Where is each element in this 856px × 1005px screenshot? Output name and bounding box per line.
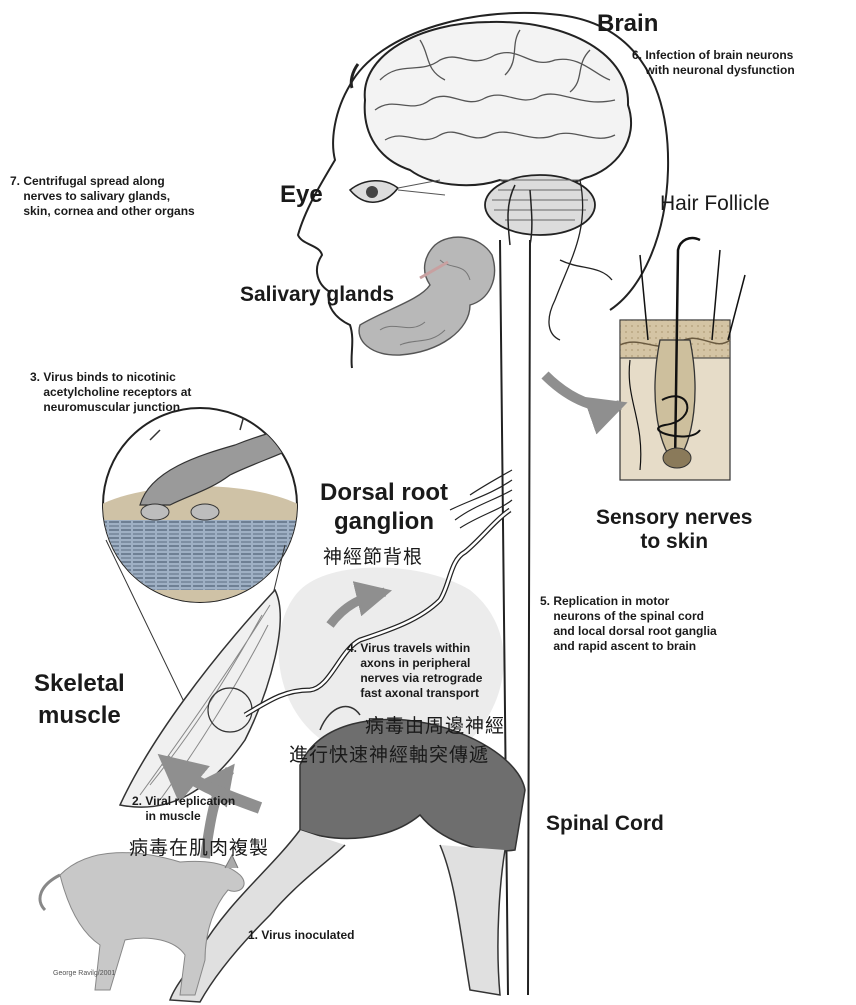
- step-7-text: 7. Centrifugal spread along nerves to sa…: [10, 174, 195, 219]
- hair-follicle-drawing: [620, 238, 745, 480]
- artist-signature: George Ravilg/2001: [53, 970, 115, 977]
- step-2-text: 2. Viral replication in muscle: [132, 794, 235, 824]
- salivary-glands-label: Salivary glands: [240, 283, 394, 307]
- step-6-text: 6. Infection of brain neurons with neuro…: [632, 48, 795, 78]
- step-4-text: 4. Virus travels within axons in periphe…: [347, 641, 482, 701]
- sensory-nerves-label: Sensory nerves to skin: [596, 506, 752, 554]
- step-5-text: 5. Replication in motor neurons of the s…: [540, 594, 717, 654]
- step-1-text: 1. Virus inoculated: [248, 928, 354, 943]
- spinal-cord-label: Spinal Cord: [546, 812, 664, 836]
- brain-drawing: [365, 22, 631, 235]
- skeletal-muscle-drawing: [120, 590, 280, 807]
- dorsal-root-ganglion-label: Dorsal root ganglion: [320, 478, 448, 536]
- step-3-text: 3. Virus binds to nicotinic acetylcholin…: [30, 370, 191, 415]
- step-4-cn-line-2: 進行快速神經軸突傳遞: [289, 740, 489, 767]
- skeletal-muscle-label: Skeletal muscle: [34, 668, 125, 732]
- arrow-to-skin: [545, 375, 620, 407]
- step-4-cn-line-1: 病毒由周邊神經: [365, 711, 505, 738]
- step-2-cn-text: 病毒在肌肉複製: [129, 833, 269, 860]
- eye-drawing: [350, 180, 445, 202]
- hair-follicle-label: Hair Follicle: [660, 192, 770, 216]
- eye-label: Eye: [280, 181, 323, 209]
- dorsal-root-ganglion-cn-label: 神經節背根: [323, 542, 423, 569]
- brain-label: Brain: [597, 10, 658, 38]
- spinal-cord-drawing: [500, 185, 532, 995]
